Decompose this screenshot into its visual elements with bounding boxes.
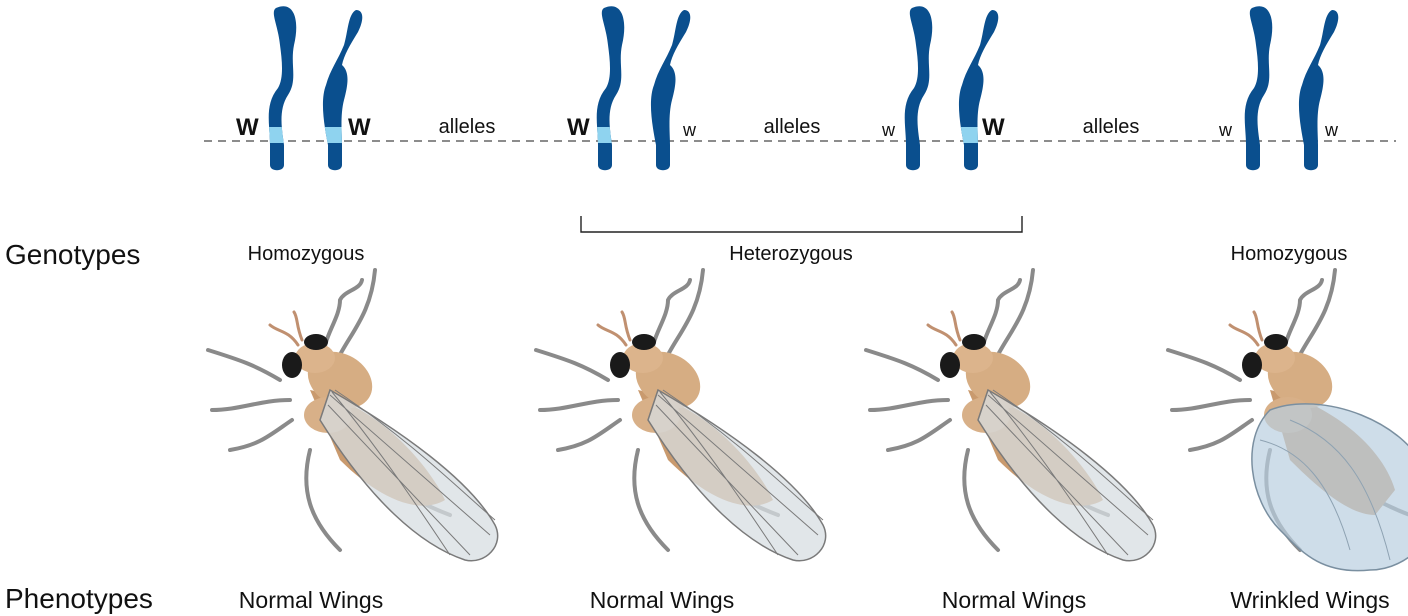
phenotypes-label: Phenotypes bbox=[5, 583, 153, 614]
genotypes-label: Genotypes bbox=[5, 239, 141, 270]
heterozygous-bracket bbox=[580, 216, 1023, 233]
zygosity-label: Homozygous bbox=[1230, 243, 1348, 265]
allele-label: W bbox=[567, 114, 590, 141]
allele-label: W bbox=[982, 114, 1005, 141]
fruit-fly-icon bbox=[1166, 268, 1408, 572]
allele-label: w bbox=[882, 120, 895, 140]
phenotype-label: Normal Wings bbox=[238, 587, 384, 613]
alleles-connector: alleles bbox=[763, 116, 821, 138]
allele-label: w bbox=[1219, 120, 1232, 140]
zygosity-label: Homozygous bbox=[247, 243, 365, 265]
fruit-fly-icon bbox=[864, 268, 1157, 562]
allele-label: W bbox=[348, 114, 371, 141]
phenotype-label: Normal Wings bbox=[941, 587, 1087, 613]
zygosity-label: Heterozygous bbox=[729, 243, 853, 265]
allele-label: w bbox=[683, 120, 696, 140]
alleles-connector: alleles bbox=[438, 116, 496, 138]
fruit-fly-icon bbox=[534, 268, 827, 562]
phenotype-label: Normal Wings bbox=[589, 587, 735, 613]
fruit-fly-icon bbox=[206, 268, 499, 562]
allele-label: W bbox=[236, 114, 259, 141]
phenotype-label: Wrinkled Wings bbox=[1230, 587, 1390, 613]
alleles-connector: alleles bbox=[1082, 116, 1140, 138]
allele-label: w bbox=[1325, 120, 1338, 140]
